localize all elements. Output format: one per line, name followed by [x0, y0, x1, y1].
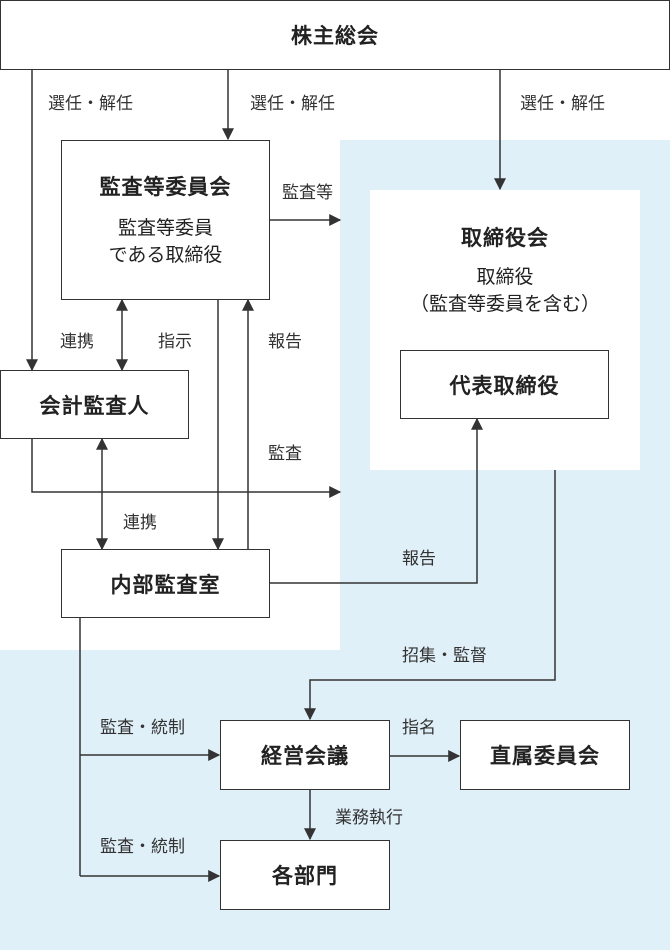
board-sub1: 取締役: [476, 266, 534, 288]
internal-audit-office-label: 内部監査室: [110, 572, 221, 597]
internal-audit-office-box: 内部監査室: [61, 549, 270, 618]
accounting-auditor-box: 会計監査人: [0, 370, 189, 439]
management-meeting-label: 経営会議: [261, 744, 349, 768]
label-elect-left: 選任・解任: [48, 94, 133, 114]
audit-committee-box: 監査等委員会 監査等委員 である取締役: [61, 140, 270, 300]
departments-label: 各部門: [272, 864, 338, 888]
board-panel: [370, 190, 640, 470]
label-audit-control-2: 監査・統制: [100, 837, 185, 857]
arrow-report-2: [270, 417, 483, 584]
label-convene-supervise: 招集・監督: [402, 646, 487, 666]
direct-committee-box: 直属委員会: [460, 720, 630, 790]
accounting-auditor-label: 会計監査人: [39, 393, 150, 418]
representative-director-label: 代表取締役: [449, 373, 560, 398]
label-cooperation-2: 連携: [123, 513, 157, 533]
audit-committee-sub1: 監査等委員: [117, 217, 213, 239]
representative-director-box: 代表取締役: [400, 350, 609, 419]
label-audit-control-1: 監査・統制: [100, 718, 185, 738]
shareholders-meeting-label: 株主総会: [291, 24, 379, 48]
label-report-1: 報告: [268, 332, 302, 352]
board-content: 取締役会 取締役 （監査等委員を含む）: [370, 190, 640, 340]
label-report-2: 報告: [402, 549, 436, 569]
label-cooperation-1: 連携: [60, 332, 94, 352]
label-business-execution: 業務執行: [335, 808, 403, 828]
direct-committee-label: 直属委員会: [490, 744, 600, 768]
label-audit: 監査: [268, 444, 302, 464]
arrow-convene-supervise: [304, 470, 556, 721]
board-title: 取締役会: [461, 226, 549, 250]
label-nomination: 指名: [402, 718, 436, 738]
label-instruction: 指示: [158, 332, 192, 352]
label-audit-etc: 監査等: [282, 183, 333, 203]
board-sub2: （監査等委員を含む）: [409, 293, 600, 315]
label-elect-right: 選任・解任: [520, 94, 605, 114]
audit-committee-sub2: である取締役: [108, 244, 223, 266]
shareholders-meeting-box: 株主総会: [0, 0, 670, 70]
arrow-audit: [31, 439, 342, 498]
management-meeting-box: 経営会議: [220, 720, 390, 790]
departments-box: 各部門: [220, 840, 390, 910]
label-elect-mid: 選任・解任: [250, 94, 335, 114]
audit-committee-title: 監査等委員会: [99, 175, 232, 199]
